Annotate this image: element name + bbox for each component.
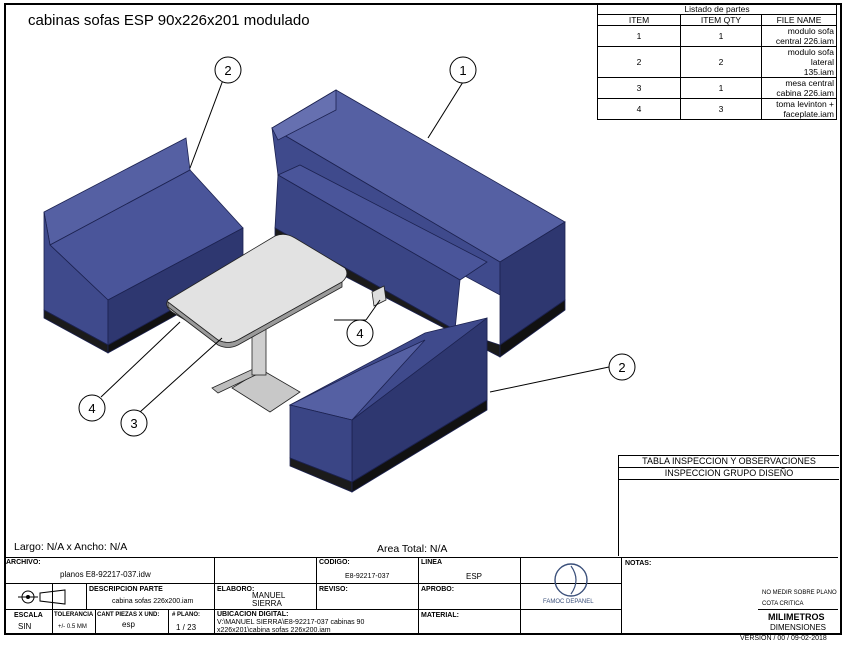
cant-label: CANT PIEZAS X UND: xyxy=(97,612,160,618)
svg-text:4: 4 xyxy=(356,326,363,341)
units-text: MILIMETROS xyxy=(768,612,825,622)
cant-value: esp xyxy=(122,620,135,629)
elaboro-label: ELABORO: xyxy=(217,586,255,593)
outlet-faceplate xyxy=(371,285,387,307)
no-medir-text: NO MEDIR SOBRE PLANO xyxy=(762,590,837,596)
balloon-4b: 4 xyxy=(346,319,374,347)
material-label: MATERIAL: xyxy=(421,612,459,619)
inspection-subtitle: INSPECCION GRUPO DISEÑO xyxy=(619,468,839,480)
famoc-logo-icon xyxy=(554,563,588,597)
brand-name: FAMOC DEPANEL xyxy=(543,599,594,605)
balloon-1: 1 xyxy=(449,56,477,84)
dims-area: Area Total: N/A xyxy=(377,543,448,555)
center-table xyxy=(166,234,348,413)
dims-largo: Largo: N/A x Ancho: N/A xyxy=(14,541,128,553)
archivo-label: ARCHIVO: xyxy=(6,559,41,566)
plano-label: # PLANO: xyxy=(172,612,201,618)
archivo-value: planos E8-92217-037.idw xyxy=(60,570,151,579)
codigo-label: CODIGO: xyxy=(319,559,350,566)
balloon-3: 3 xyxy=(120,409,148,437)
balloon-4a: 4 xyxy=(78,394,106,422)
plano-value: 1 / 23 xyxy=(176,623,197,632)
svg-text:2: 2 xyxy=(618,360,625,375)
desc-value: cabina sofas 226x200.iam xyxy=(112,598,194,605)
linea-value: ESP xyxy=(466,572,483,581)
escala-label: ESCALA xyxy=(14,612,43,619)
svg-text:1: 1 xyxy=(459,63,466,78)
table-row: 4 3 toma levinton +faceplate.iam xyxy=(597,98,837,120)
parts-list-table: Listado de partes ITEM ITEM QTY FILE NAM… xyxy=(597,3,837,120)
ubicacion-label: UBICACION DIGITAL: xyxy=(217,611,289,618)
cota-critica-text: COTA CRITICA xyxy=(762,601,804,607)
escala-value: SIN xyxy=(18,622,32,631)
sofa-lateral-right xyxy=(288,317,488,493)
version-text: VERSION / 00 / 09-02-2018 xyxy=(740,635,827,642)
inspection-table: TABLA INSPECCION Y OBSERVACIONES INSPECC… xyxy=(618,455,839,556)
svg-text:3: 3 xyxy=(130,416,137,431)
svg-text:2: 2 xyxy=(224,63,231,78)
sofa-central xyxy=(271,89,566,358)
drawing-title: cabinas sofas ESP 90x226x201 modulado xyxy=(28,12,310,29)
linea-label: LINEA xyxy=(421,559,442,566)
svg-text:4: 4 xyxy=(88,401,95,416)
dimensions-text: DIMENSIONES xyxy=(770,623,827,632)
projection-symbol-icon xyxy=(18,589,66,605)
notas-label: NOTAS: xyxy=(625,560,652,567)
ubicacion-value: V:\MANUEL SIERRA\E8-92217-037 cabinas 90… xyxy=(217,619,365,634)
tolerancia-value: +/- 0.5 MM xyxy=(58,624,87,630)
balloon-2b: 2 xyxy=(608,353,636,381)
leader-lines xyxy=(100,79,610,413)
tolerancia-label: TOLERANCIA xyxy=(54,612,94,618)
aprobo-label: APROBO: xyxy=(421,586,455,593)
reviso-label: REVISO: xyxy=(319,586,348,593)
balloon-2a: 2 xyxy=(214,56,242,84)
desc-label: DESCRIPCION PARTE xyxy=(89,586,163,593)
inspection-title: TABLA INSPECCION Y OBSERVACIONES xyxy=(619,456,839,468)
codigo-value: E8-92217-037 xyxy=(345,573,390,580)
